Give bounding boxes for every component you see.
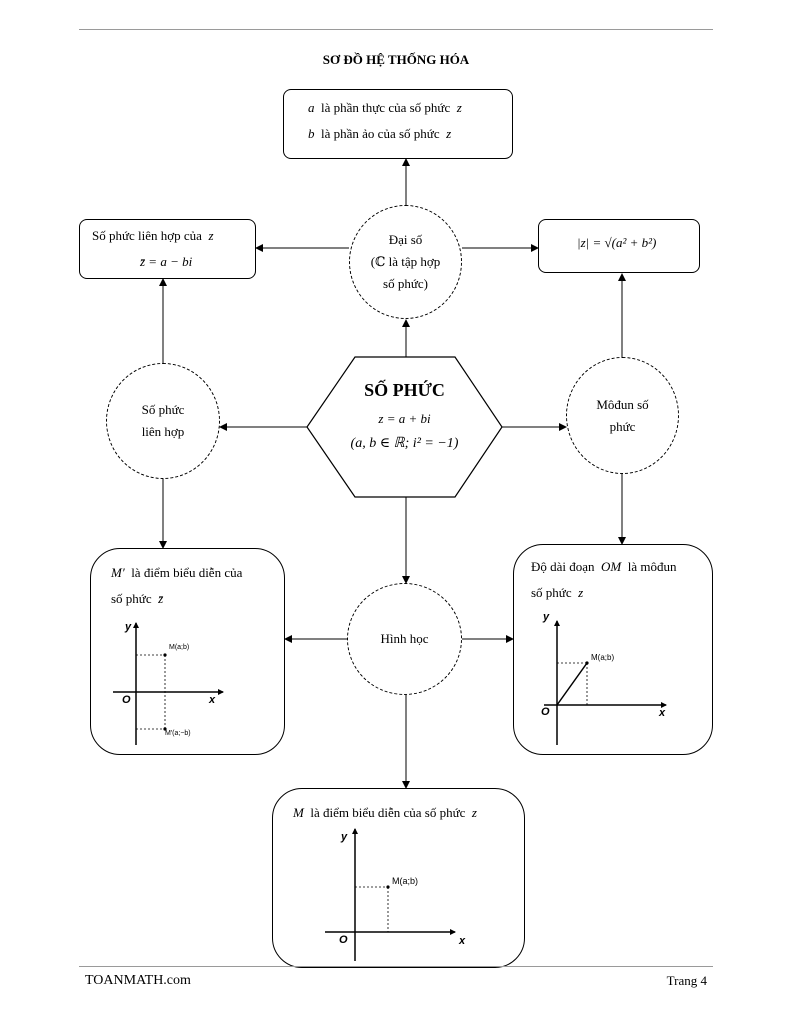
conj-point-text: M′ là điểm biểu diễn của	[111, 565, 243, 580]
modulus-formula: |z| = √(a² + b²)	[577, 235, 657, 250]
modulus-point-text-2: số phức z	[531, 585, 584, 600]
algebra-node: Đại số (ℂ là tập hợp số phức)	[349, 205, 462, 319]
modulus-axis-x: x	[659, 707, 666, 719]
footer-site[interactable]: TOANMATH.com	[85, 973, 191, 988]
center-formula: z = a + bi	[378, 411, 431, 426]
algebra-set-label-2: số phức)	[383, 276, 428, 291]
geometry-node: Hình học	[347, 583, 462, 695]
page-title: SƠ ĐỒ HỆ THỐNG HÓA	[322, 52, 470, 67]
conj-plane	[113, 622, 224, 745]
geo-axis-y: y	[341, 831, 348, 843]
conj-label-mprime: M′(a;−b)	[165, 730, 191, 737]
conjugate-formula: z̄ = a − bi	[140, 254, 193, 269]
modulus-def-box: |z| = √(a² + b²)	[538, 219, 700, 273]
geo-origin: O	[339, 934, 348, 946]
center-hexagon	[306, 356, 503, 498]
geo-point-box: M là điểm biểu diễn của số phức z y x O …	[272, 788, 525, 968]
imag-part-line: b là phần ảo của số phức z	[308, 126, 452, 141]
geo-label-m: M(a;b)	[392, 876, 419, 886]
algebra-label: Đại số	[388, 232, 423, 247]
conj-point-box: M′ là điểm biểu diễn của số phức z̄ y x …	[90, 548, 285, 755]
conjugate-def-text: Số phức liên hợp của z	[92, 228, 214, 243]
modulus-point-text: Độ dài đoạn OM là môđun	[531, 559, 677, 574]
real-part-line: a là phần thực của số phức z	[308, 100, 462, 115]
center-content: SỐ PHỨC z = a + bi (a, b ∈ ℝ; i² = −1)	[307, 380, 502, 452]
conjugate-node: Số phức liên hợp	[106, 363, 220, 479]
conjugate-node-label: Số phức	[141, 402, 185, 417]
conj-point-text-2: số phức z̄	[111, 591, 164, 606]
conj-label-m: M(a;b)	[169, 644, 190, 651]
conj-axis-y: y	[125, 621, 132, 633]
modulus-origin: O	[541, 706, 550, 718]
algebra-set-label: (ℂ là tập hợp	[370, 254, 441, 269]
center-title: SỐ PHỨC	[364, 380, 445, 400]
modulus-axis-y: y	[543, 611, 550, 623]
modulus-label-m: M(a;b)	[591, 653, 615, 662]
modulus-point-box: Độ dài đoạn OM là môđun số phức z y x O …	[513, 544, 713, 755]
footer-page-number: Trang 4	[666, 973, 707, 988]
header-rule	[79, 29, 713, 30]
geo-plane	[325, 828, 456, 961]
geometry-node-label: Hình học	[380, 631, 429, 646]
modulus-plane	[544, 620, 667, 745]
modulus-node: Môđun số phức	[566, 357, 679, 474]
conj-axis-x: x	[209, 694, 216, 706]
center-condition: (a, b ∈ ℝ; i² = −1)	[350, 436, 459, 451]
geo-point-text: M là điểm biểu diễn của số phức z	[293, 805, 477, 820]
modulus-node-label-2: phức	[609, 418, 636, 434]
conjugate-def-box: Số phức liên hợp của z z̄ = a − bi	[79, 219, 256, 279]
conjugate-node-label-2: liên hợp	[141, 424, 185, 439]
conj-origin: O	[122, 694, 131, 706]
geo-axis-x: x	[459, 935, 466, 947]
modulus-node-label: Môđun số	[596, 396, 649, 412]
footer-rule	[79, 966, 713, 967]
parts-box: a là phần thực của số phức z b là phần ả…	[283, 89, 513, 159]
